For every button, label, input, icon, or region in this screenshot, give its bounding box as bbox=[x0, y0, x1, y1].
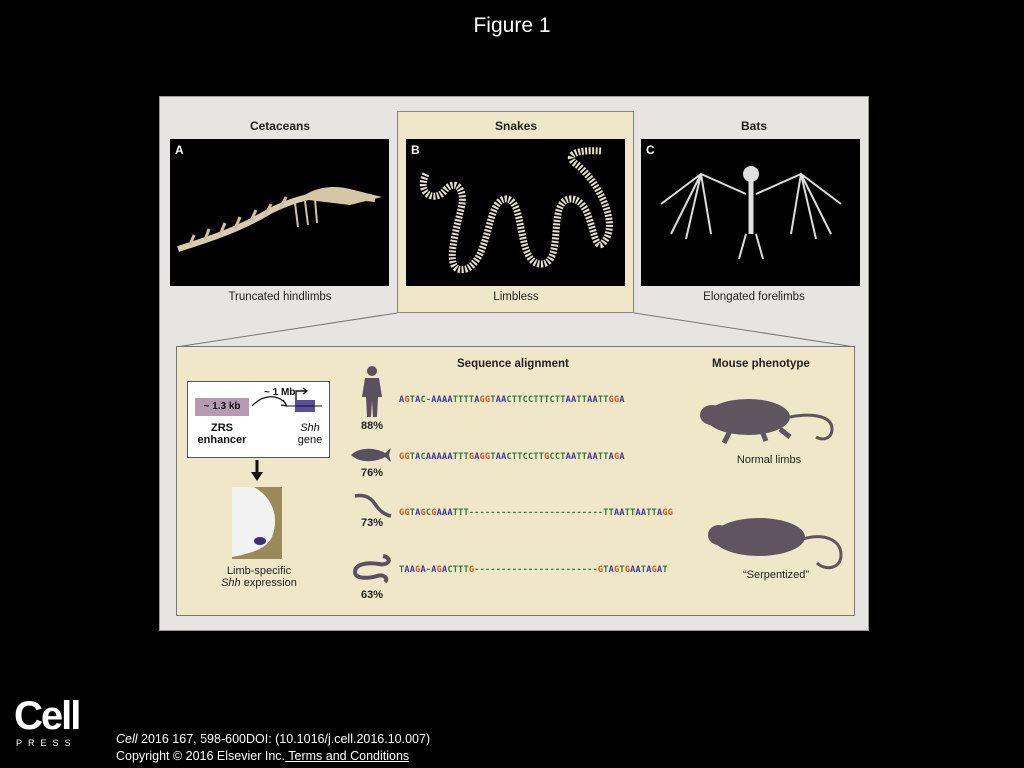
terms-link[interactable]: Terms and Conditions bbox=[285, 749, 410, 763]
photo-whale-skeleton: A bbox=[170, 139, 389, 286]
copyright-line: Copyright © 2016 Elsevier Inc. Terms and… bbox=[116, 748, 430, 765]
journal-name: Cell bbox=[116, 732, 138, 746]
title-bats: Bats bbox=[740, 119, 767, 133]
coelacanth-icon bbox=[351, 448, 391, 462]
citation-line: Cell 2016 167, 598-600DOI: (10.1016/j.ce… bbox=[116, 731, 430, 748]
distance-label: ~ 1 Mb bbox=[264, 387, 296, 398]
expression-caption: Limb-specific Shh expression bbox=[194, 565, 324, 589]
lizard-icon bbox=[354, 493, 392, 518]
sequence-human: AGTAC-AAAATTTTAGGTAACTTCCTTTCTTAATTAATTG… bbox=[399, 395, 625, 405]
whale-skeleton-image bbox=[177, 187, 382, 252]
serpentized-caption: “Serpentized” bbox=[742, 569, 810, 581]
limb-bud-image bbox=[232, 487, 282, 559]
zrs-arrows bbox=[251, 387, 322, 412]
copyright-text: Copyright © 2016 Elsevier Inc. bbox=[116, 749, 286, 763]
sequence-snake: TAAGA-AGACTTTG-----------------------GTA… bbox=[399, 565, 668, 575]
caption-bats: Elongated forelimbs bbox=[703, 291, 805, 303]
zrs-enhancer-label: ZRS enhancer bbox=[191, 422, 253, 446]
bat-skeleton-image bbox=[660, 166, 842, 260]
expression-shh: Shh bbox=[221, 577, 241, 589]
panel-letter-b: B bbox=[411, 143, 420, 157]
panel-letter-a: A bbox=[175, 143, 184, 157]
zrs-label-line1: ZRS bbox=[211, 422, 233, 434]
title-cetaceans: Cetaceans bbox=[249, 119, 311, 133]
human-icon bbox=[362, 366, 382, 417]
alignment-heading: Sequence alignment bbox=[457, 358, 569, 370]
zoom-connector-lines bbox=[175, 312, 856, 348]
figure-panel: Cetaceans Snakes Bats A B C Truncated hi… bbox=[159, 96, 869, 631]
photo-bat-skeleton: C bbox=[641, 139, 860, 286]
cell-press-logo: Cell PRESS bbox=[14, 694, 84, 750]
expression-line2: Shh expression bbox=[194, 577, 324, 589]
serpentized-mouse-image bbox=[708, 518, 843, 570]
citation: Cell 2016 167, 598-600DOI: (10.1016/j.ce… bbox=[116, 731, 430, 765]
normal-mouse-image bbox=[700, 399, 834, 445]
snake-skeleton-image bbox=[420, 147, 613, 274]
photo-snake-skeleton: B bbox=[406, 139, 625, 286]
phenotype-heading: Mouse phenotype bbox=[712, 358, 810, 370]
zrs-diagram: ~ 1.3 kb ~ 1 Mb ZRS enhancer Shh gene bbox=[187, 381, 330, 458]
limb-bud-shape bbox=[232, 487, 276, 557]
percent-human: 88% bbox=[360, 420, 384, 432]
caption-cetaceans: Truncated hindlimbs bbox=[228, 291, 332, 303]
caption-snakes: Limbless bbox=[493, 291, 539, 303]
percent-snake: 63% bbox=[360, 589, 384, 601]
cell-logo-text: Cell bbox=[14, 694, 81, 738]
shh-gene-label: Shh gene bbox=[288, 422, 332, 446]
percent-lizard: 73% bbox=[360, 517, 384, 529]
title-snakes: Snakes bbox=[494, 119, 538, 133]
down-arrow-icon bbox=[251, 460, 263, 481]
snake-icon bbox=[352, 554, 391, 584]
percent-fish: 76% bbox=[360, 467, 384, 479]
normal-limbs-caption: Normal limbs bbox=[736, 454, 802, 466]
panel-letter-c: C bbox=[646, 143, 655, 157]
shh-label-line2: gene bbox=[297, 434, 323, 446]
press-logo-text: PRESS bbox=[16, 738, 77, 748]
zrs-size-bar: ~ 1.3 kb bbox=[195, 398, 249, 416]
sequence-lizard: GGTAGCGAAATTT-------------------------TT… bbox=[399, 508, 674, 518]
detail-panel: ~ 1.3 kb ~ 1 Mb ZRS enhancer Shh gene bbox=[176, 346, 855, 616]
shh-label-line1: Shh bbox=[300, 422, 320, 434]
slide-title: Figure 1 bbox=[473, 14, 551, 37]
zrs-label-line2: enhancer bbox=[197, 434, 247, 446]
expression-line1: Limb-specific bbox=[226, 565, 292, 577]
expression-rest: expression bbox=[240, 577, 297, 589]
citation-details: 2016 167, 598-600DOI: (10.1016/j.cell.20… bbox=[137, 732, 431, 746]
sequence-fish: GGTACAAAAATTTGAGGTAACTTCCTTGCCTAATTAATTA… bbox=[399, 452, 625, 462]
